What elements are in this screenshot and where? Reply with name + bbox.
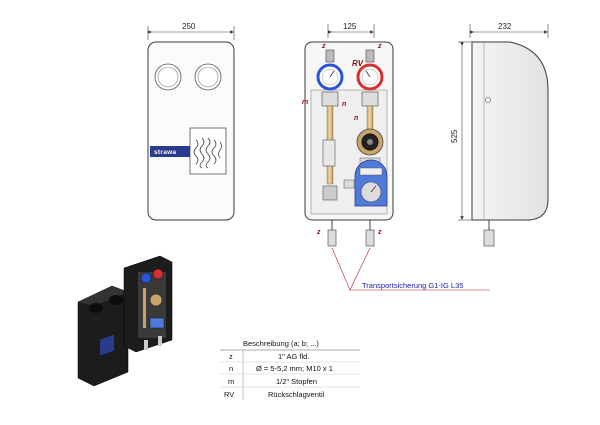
open-unit-view: 125 z z RV m n n — [302, 22, 490, 291]
flow-meter — [322, 139, 336, 167]
legend-desc: 1/2" Stopfen — [276, 377, 317, 386]
gauge-opening-right — [194, 63, 222, 91]
dimension-front-width: 250 — [147, 22, 235, 40]
gauge-red — [356, 63, 384, 91]
connector-bottom-left — [327, 229, 337, 247]
dimension-unit-width: 125 — [327, 22, 375, 38]
connector-top-left — [325, 49, 335, 63]
fitting-lower-left — [322, 185, 338, 201]
logo-panel — [189, 127, 227, 175]
legend-desc: Rückschlagventil — [268, 390, 325, 399]
label-z-top-right: z — [377, 43, 382, 50]
legend-key: n — [229, 364, 233, 373]
side-depth-label: 232 — [498, 22, 512, 31]
label-z-bottom-right: z — [377, 229, 382, 236]
label-z-bottom-left: z — [316, 229, 321, 236]
legend-row: n Ø = 5-5,2 mm; M10 x 1 — [229, 364, 333, 373]
transport-note: Transportsicherung G1-IG L35 — [362, 281, 463, 290]
dimension-height: 525 — [450, 41, 472, 221]
label-z-top-left: z — [321, 43, 326, 50]
unit-width-label: 125 — [343, 22, 357, 31]
brand-badge — [150, 146, 190, 157]
valve-right — [361, 91, 379, 107]
gauge-blue — [316, 63, 344, 91]
height-label: 525 — [450, 129, 459, 143]
render-pump — [149, 293, 163, 307]
label-n-lower: n — [354, 115, 358, 122]
legend-key: RV — [224, 390, 234, 399]
side-housing — [471, 41, 549, 221]
product-render — [77, 255, 173, 387]
side-connector — [483, 229, 495, 247]
gauge-opening-left — [154, 63, 182, 91]
label-n-upper: n — [342, 101, 346, 108]
legend-table: Beschreibung (a; b; ...) z 1" AG fld. n … — [220, 339, 360, 400]
legend-key: z — [229, 352, 233, 361]
legend-key: m — [228, 377, 234, 386]
legend-desc: Ø = 5-5,2 mm; M10 x 1 — [256, 364, 333, 373]
legend-header: Beschreibung (a; b; ...) — [243, 339, 319, 348]
front-view: 250 strawa — [147, 22, 235, 221]
render-gauge-blue — [140, 272, 152, 284]
legend-row: m 1/2" Stopfen — [228, 377, 317, 386]
dimension-side-depth: 232 — [469, 22, 549, 38]
pump — [356, 128, 384, 156]
side-screw — [485, 97, 491, 103]
render-gauge-red — [152, 268, 164, 280]
brand-name: strawa — [154, 149, 176, 156]
connector-top-right — [365, 49, 375, 63]
front-width-label: 250 — [182, 22, 196, 31]
legend-row: z 1" AG fld. — [229, 352, 309, 361]
callout-line-right — [349, 247, 371, 291]
flame-icon — [193, 137, 222, 169]
label-m: m — [302, 99, 308, 106]
legend-row: RV Rückschlagventil — [224, 390, 325, 399]
side-view: 232 525 — [450, 22, 549, 247]
legend-desc: 1" AG fld. — [278, 352, 309, 361]
valve-left — [321, 91, 339, 107]
mixing-valve — [354, 159, 388, 207]
label-rv: RV — [352, 59, 364, 68]
connector-bottom-right — [365, 229, 375, 247]
